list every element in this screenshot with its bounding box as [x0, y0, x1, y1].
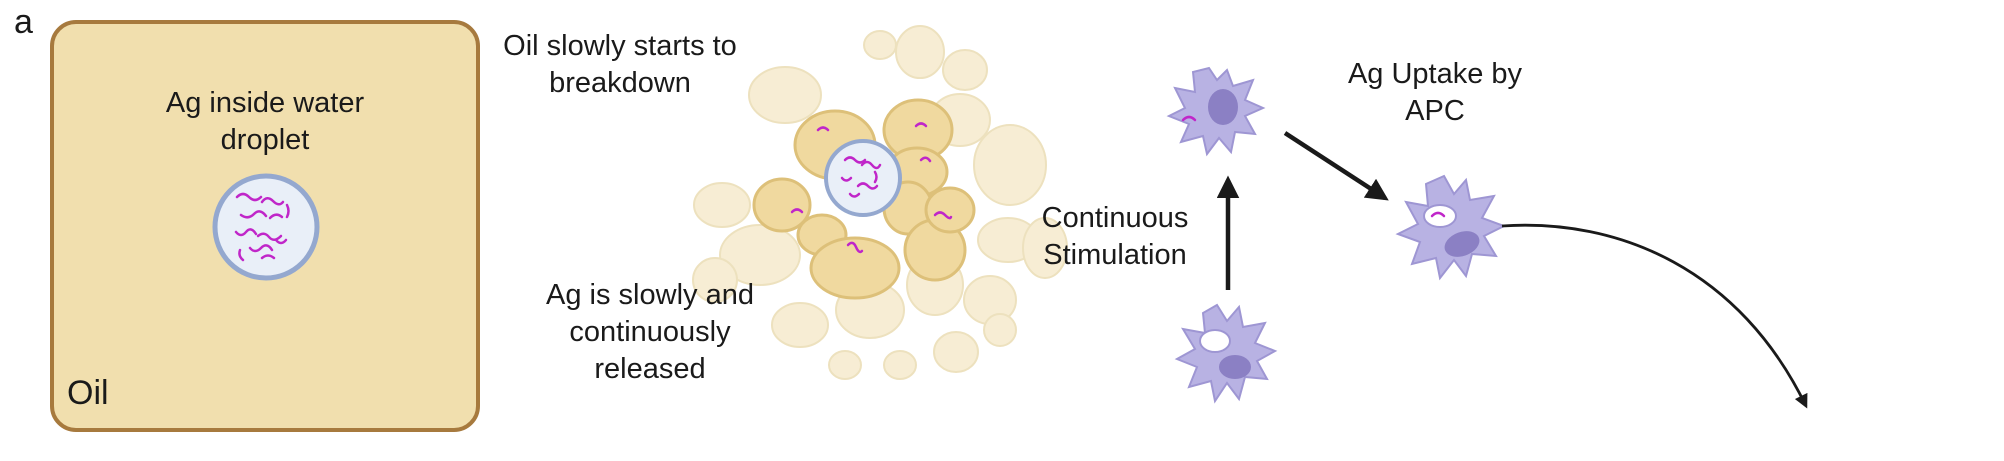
apc-cell-icon-bottom [1174, 303, 1278, 404]
water-droplet-icon [212, 173, 320, 281]
water-droplet-label: Ag inside water droplet [165, 87, 365, 156]
oil-label: Oil [67, 374, 109, 412]
oil-emulsion-icon [692, 25, 1068, 380]
curved-output-arrow [1501, 223, 1808, 409]
panel-letter: a [14, 3, 33, 41]
apc-cell-icon-right [1395, 174, 1507, 281]
ag-release-label: Ag is slowly and continuously released [546, 279, 754, 385]
uptake-arrow [1283, 131, 1389, 201]
ag-uptake-label: Ag Uptake by APC [1347, 58, 1523, 127]
oil-breakdown-label: Oil slowly starts to breakdown [503, 30, 737, 99]
apc-cell-icon-top [1166, 66, 1266, 157]
stimulation-label: Continuous Stimulation [1041, 202, 1189, 271]
